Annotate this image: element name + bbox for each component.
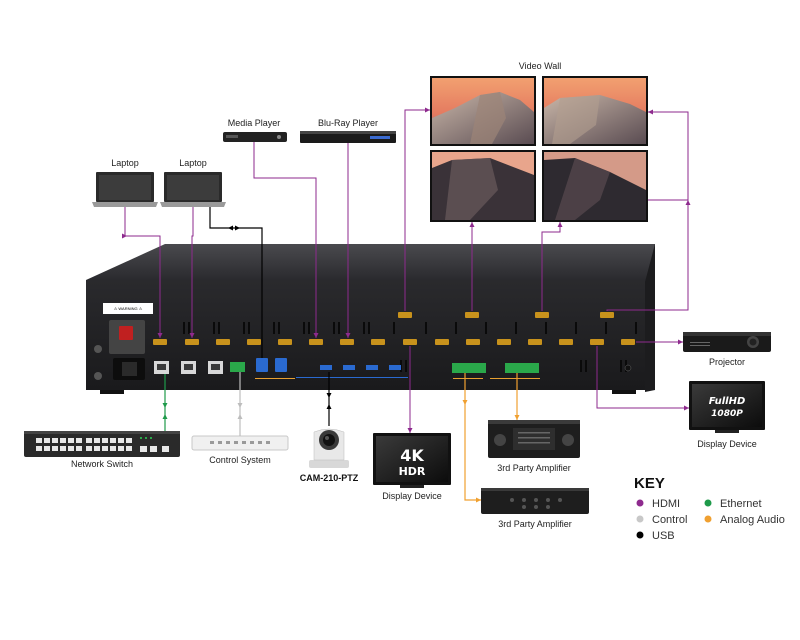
video-wall-panel-4 — [542, 150, 648, 222]
laptop-1: Laptop — [92, 158, 158, 207]
network-switch-label: Network Switch — [71, 459, 133, 469]
legend-analog-audio-label: Analog Audio — [720, 514, 785, 526]
legend-title: KEY — [634, 475, 665, 492]
ptz-camera: CAM-210-PTZ — [300, 428, 359, 483]
ethernet-connection — [162, 374, 168, 431]
usb-swatch — [636, 531, 644, 539]
media-player: Media Player — [223, 118, 287, 142]
fullhd-text: FullHD — [709, 396, 746, 407]
bluray-player: Blu-Ray Player — [300, 118, 396, 143]
legend-item-analog-audio: Analog Audio — [704, 514, 785, 526]
1080p-text: 1080P — [711, 409, 743, 419]
projector: Projector — [683, 332, 771, 367]
amplifier-2-label: 3rd Party Amplifier — [498, 519, 572, 529]
4k-text: 4K — [400, 446, 424, 465]
legend-hdmi-label: HDMI — [652, 498, 680, 510]
ethernet-ports — [154, 361, 223, 374]
amplifier-2: 3rd Party Amplifier — [481, 488, 589, 529]
control-connection — [237, 372, 243, 436]
video-wall-label: Video Wall — [519, 61, 562, 71]
hdmi-output-ports — [398, 312, 635, 345]
svg-text:⚠ WARNING ⚠: ⚠ WARNING ⚠ — [114, 306, 143, 311]
usb-arrowheads — [228, 225, 332, 409]
control-system: Control System — [191, 435, 289, 465]
laptop-2-label: Laptop — [179, 158, 207, 168]
media-player-label: Media Player — [228, 118, 281, 128]
legend-item-control: Control — [636, 514, 687, 526]
video-wall-panel-3 — [430, 150, 536, 222]
bluray-player-label: Blu-Ray Player — [318, 118, 378, 128]
legend-item-usb: USB — [636, 530, 675, 542]
projector-label: Projector — [709, 357, 745, 367]
legend-usb-label: USB — [652, 530, 675, 542]
video-wall-panel-2 — [542, 76, 648, 146]
display-device-right-label: Display Device — [697, 439, 757, 449]
laptop-2: Laptop — [160, 158, 226, 207]
legend-ethernet-label: Ethernet — [720, 498, 762, 510]
audio-arrowheads — [462, 400, 520, 503]
video-wall-panel-1 — [430, 76, 536, 146]
legend-item-hdmi: HDMI — [636, 498, 680, 510]
hdmi-swatch — [636, 499, 644, 507]
analog-audio-swatch — [704, 515, 712, 523]
hdr-text: HDR — [399, 465, 426, 478]
ethernet-swatch — [704, 499, 712, 507]
laptop-1-label: Laptop — [111, 158, 139, 168]
hdmi-connections — [124, 109, 689, 433]
video-wall: Video Wall — [430, 61, 648, 222]
matrix-switcher: ⚠ WARNING ⚠ — [86, 244, 655, 394]
display-device-fullhd: FullHD 1080P Display Device — [689, 381, 765, 449]
amplifier-1-label: 3rd Party Amplifier — [497, 463, 571, 473]
control-system-label: Control System — [209, 455, 271, 465]
display-device-4k: 4K HDR Display Device — [373, 433, 451, 501]
display-device-bottom-label: Display Device — [382, 491, 442, 501]
legend: KEY HDMI Ethernet Control Analog Audio U… — [634, 475, 785, 542]
amplifier-1: 3rd Party Amplifier — [488, 420, 580, 473]
audio-connections — [464, 373, 518, 501]
camera-label: CAM-210-PTZ — [300, 473, 359, 483]
control-swatch — [636, 515, 644, 523]
hdmi-input-ports — [153, 339, 385, 345]
legend-item-ethernet: Ethernet — [704, 498, 762, 510]
network-switch: Network Switch — [24, 431, 180, 469]
hdmi-arrowheads — [122, 107, 691, 433]
legend-control-label: Control — [652, 514, 687, 526]
